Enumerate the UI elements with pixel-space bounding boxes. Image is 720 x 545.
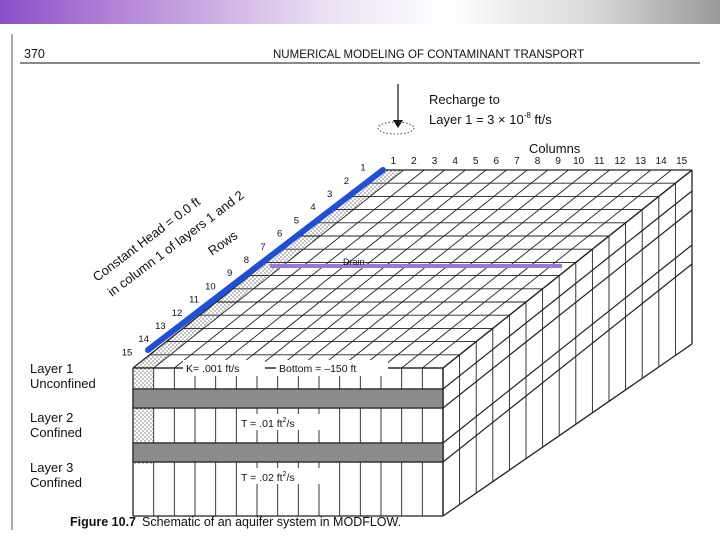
row-label: 14 xyxy=(138,334,149,345)
column-label: 14 xyxy=(656,156,668,167)
row-label: 1 xyxy=(360,163,365,174)
column-label: 8 xyxy=(535,156,541,167)
recharge-line1: Recharge to xyxy=(429,92,500,107)
row-label: 2 xyxy=(344,176,349,187)
column-label: 2 xyxy=(411,156,417,167)
constant-head-line xyxy=(145,167,386,353)
side-bottom-edge xyxy=(442,343,693,517)
row-label: 7 xyxy=(260,242,265,253)
side-layer-line xyxy=(442,169,693,369)
top-grid-column-line xyxy=(215,169,466,369)
layer3-params: T = .02 ft2/s xyxy=(238,468,322,484)
column-label: 7 xyxy=(514,156,520,167)
layer2-type: Confined xyxy=(30,425,82,440)
column-label: 13 xyxy=(635,156,647,167)
top-grid-column-line xyxy=(318,169,569,369)
side-layer-line xyxy=(442,244,693,444)
column-label: 6 xyxy=(494,156,500,167)
row-label: 11 xyxy=(189,295,199,306)
slide-top-gradient-bar xyxy=(0,0,720,24)
column-label: 9 xyxy=(555,156,561,167)
top-grid-column-line xyxy=(380,169,631,369)
top-grid-column-line xyxy=(153,169,404,369)
drain-label: Drain xyxy=(343,257,365,267)
book-page: 370 NUMERICAL MODELING OF CONTAMINANT TR… xyxy=(0,24,720,540)
layer1-type: Unconfined xyxy=(30,376,96,391)
top-grid-column-line xyxy=(401,169,652,369)
layer1-bottom: Bottom = –150 ft xyxy=(279,363,356,375)
row-label: 12 xyxy=(172,308,183,319)
side-layer-line xyxy=(442,263,693,463)
recharge-arrow-head xyxy=(393,120,403,128)
row-label: 13 xyxy=(155,321,166,332)
row-label: 3 xyxy=(327,189,332,200)
top-grid-column-line xyxy=(174,169,425,369)
recharge-line2: Layer 1 = 3 × 10-8 ft/s xyxy=(429,111,552,127)
row-label: 8 xyxy=(244,255,249,266)
top-grid xyxy=(132,169,693,369)
layer3-t: T = .02 ft2/s xyxy=(241,471,295,484)
column-label: 10 xyxy=(573,156,585,167)
layer2-name: Layer 2 xyxy=(30,410,73,425)
column-label: 4 xyxy=(452,156,458,167)
row-label: 15 xyxy=(122,347,133,358)
layer3-type: Confined xyxy=(30,475,82,490)
column-label: 15 xyxy=(676,156,688,167)
top-grid-column-line xyxy=(298,169,549,369)
row-label: 10 xyxy=(205,281,216,292)
top-grid-column-line xyxy=(236,169,487,369)
layer1-k: K= .001 ft/s xyxy=(186,363,239,375)
top-grid-column-line xyxy=(277,169,528,369)
row-label: 5 xyxy=(294,215,299,226)
layer2-t: T = .01 ft2/s xyxy=(241,417,295,430)
layer1-params: K= .001 ft/s Bottom = –150 ft xyxy=(183,360,388,376)
recharge-icon xyxy=(377,121,415,135)
column-label: 3 xyxy=(432,156,438,167)
top-grid-column-line xyxy=(360,169,610,369)
side-layer-line xyxy=(442,190,693,390)
constant-head-cells xyxy=(133,170,404,368)
column-label: 12 xyxy=(614,156,626,167)
top-grid-column-line xyxy=(194,169,446,369)
column-label: 5 xyxy=(473,156,479,167)
book-title: NUMERICAL MODELING OF CONTAMINANT TRANSP… xyxy=(273,49,584,61)
top-grid-column-line xyxy=(422,169,672,369)
column-label: 1 xyxy=(391,156,397,167)
row-label: 9 xyxy=(227,268,232,279)
page-number: 370 xyxy=(24,47,45,61)
columns-title: Columns xyxy=(529,141,581,156)
column-label: 11 xyxy=(594,156,605,167)
layer2-params: T = .01 ft2/s xyxy=(238,414,322,430)
side-face-grid xyxy=(442,169,693,517)
row-label: 6 xyxy=(277,229,282,240)
side-layer-line xyxy=(442,209,693,409)
top-grid-column-line xyxy=(339,169,590,369)
top-grid-column-line xyxy=(256,169,507,369)
row-label: 4 xyxy=(310,202,315,213)
aquifer-schematic: 370 NUMERICAL MODELING OF CONTAMINANT TR… xyxy=(11,34,700,530)
layer3-name: Layer 3 xyxy=(30,460,73,475)
confining-bed-1 xyxy=(132,388,444,409)
confining-bed-2 xyxy=(132,442,444,463)
layer1-name: Layer 1 xyxy=(30,361,73,376)
rows-title: Rows xyxy=(205,227,241,258)
